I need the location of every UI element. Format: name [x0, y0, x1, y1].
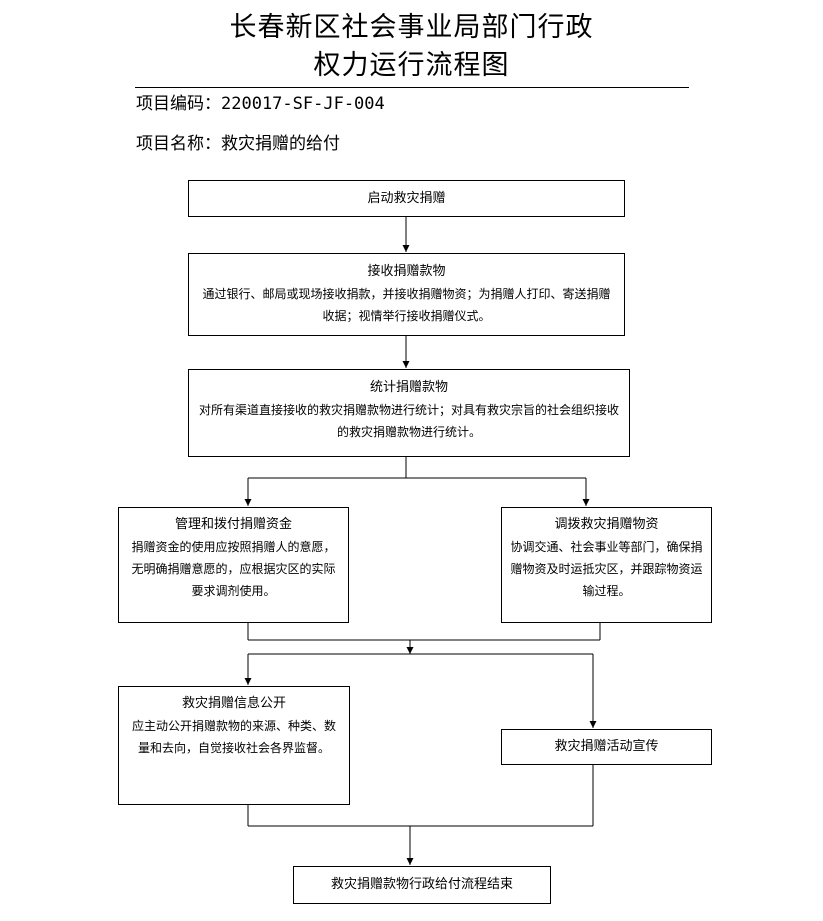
step-receive-desc: 通过银行、邮局或现场接收捐款，并接收捐赠物资；为捐赠人打印、寄送捐赠收据；视情举…	[202, 287, 611, 323]
step-promo-box: 救灾捐赠活动宣传	[501, 729, 712, 765]
step-end-box: 救灾捐赠款物行政给付流程结束	[293, 866, 551, 904]
page-title-line-2: 权力运行流程图	[313, 50, 510, 81]
step-fund-title: 管理和拨付捐赠资金	[174, 517, 292, 532]
step-start-box: 启动救灾捐赠	[188, 180, 625, 217]
step-end-label: 救灾捐赠款物行政给付流程结束	[330, 877, 513, 892]
step-stats-desc: 对所有渠道直接接收的救灾捐赠款物进行统计；对具有救灾宗旨的社会组织接收的救灾捐赠…	[198, 403, 619, 439]
title-underline	[135, 87, 689, 88]
step-stats-title: 统计捐赠款物	[369, 380, 448, 395]
step-public-desc: 应主动公开捐赠款物的来源、种类、数量和去向，自觉接收社会各界监督。	[131, 719, 336, 755]
step-promo-label: 救灾捐赠活动宣传	[554, 739, 659, 754]
project-code: 项目编码：220017-SF-JF-004	[136, 94, 385, 114]
step-fund-desc: 捐赠资金的使用应按照捐赠人的意愿，无明确捐赠意愿的，应根据灾区的实际要求调剂使用…	[131, 540, 336, 598]
step-fund-box: 管理和拨付捐赠资金 捐赠资金的使用应按照捐赠人的意愿，无明确捐赠意愿的，应根据灾…	[118, 507, 349, 623]
step-stats-box: 统计捐赠款物 对所有渠道直接接收的救灾捐赠款物进行统计；对具有救灾宗旨的社会组织…	[188, 369, 630, 457]
step-goods-title: 调拨救灾捐赠物资	[554, 517, 659, 532]
step-receive-title: 接收捐赠款物	[367, 264, 446, 279]
page-title-line-1: 长春新区社会事业局部门行政	[229, 12, 594, 43]
step-start-label: 启动救灾捐赠	[367, 190, 446, 206]
step-public-title: 救灾捐赠信息公开	[181, 696, 286, 711]
project-name: 项目名称：救灾捐赠的给付	[136, 134, 340, 154]
step-public-box: 救灾捐赠信息公开 应主动公开捐赠款物的来源、种类、数量和去向，自觉接收社会各界监…	[118, 686, 350, 805]
step-goods-box: 调拨救灾捐赠物资 协调交通、社会事业等部门，确保捐赠物资及时运抵灾区，并跟踪物资…	[501, 507, 712, 623]
step-receive-box: 接收捐赠款物 通过银行、邮局或现场接收捐款，并接收捐赠物资；为捐赠人打印、寄送捐…	[188, 253, 625, 336]
step-goods-desc: 协调交通、社会事业等部门，确保捐赠物资及时运抵灾区，并跟踪物资运输过程。	[510, 540, 703, 598]
